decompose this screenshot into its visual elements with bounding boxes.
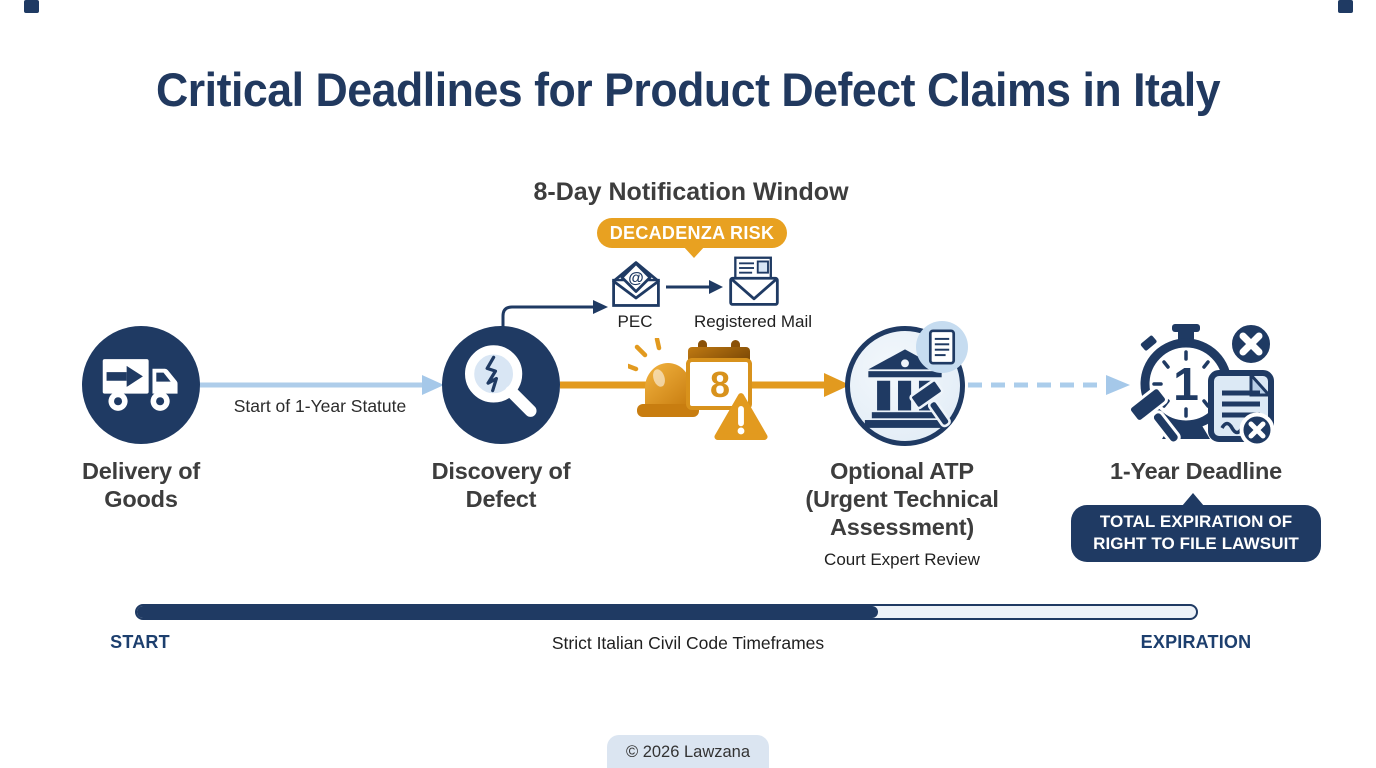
stopwatch-number: 1 [1173, 358, 1199, 410]
document-icon [928, 329, 956, 365]
registered-mail-icon [729, 256, 779, 306]
progress-center-label: Strict Italian Civil Code Timeframes [551, 633, 825, 653]
atp-node-label: Optional ATP (Urgent Technical Assessmen… [805, 458, 999, 540]
expiration-badge-tail [1182, 493, 1204, 506]
warning-triangle-icon [714, 393, 768, 440]
stopwatch-ticks [1152, 350, 1220, 418]
progress-end-label: EXPIRATION [1140, 632, 1252, 652]
discovery-of-defect-node [442, 326, 560, 444]
delivery-node-label: Delivery of Goods [82, 458, 200, 512]
alarm-siren-icon [628, 338, 699, 417]
expiration-badge: TOTAL EXPIRATION OF RIGHT TO FILE LAWSUI… [1071, 505, 1321, 562]
pec-email-icon: @ [612, 261, 660, 307]
calendar-8-days-icon: 8 [686, 340, 752, 410]
progress-start-label: START [110, 632, 170, 652]
decadenza-risk-badge-tail [683, 246, 705, 258]
timeline-progress-bar [135, 604, 1198, 620]
atp-to-deadline-arrow [968, 375, 1130, 395]
deadline-node-label: 1-Year Deadline [1109, 458, 1283, 484]
notification-window-heading: 8-Day Notification Window [533, 178, 849, 206]
discovery-node-label: Discovery of Defect [431, 458, 571, 512]
decadenza-risk-badge: DECADENZA RISK [597, 218, 787, 248]
delivery-of-goods-node [82, 326, 200, 444]
progress-fill [137, 606, 879, 618]
page-title: Critical Deadlines for Product Defect Cl… [155, 63, 1221, 116]
svg-text:@: @ [628, 270, 643, 287]
courthouse-gavel-icon [864, 349, 951, 428]
statute-start-arrow [200, 375, 444, 395]
x-badge-bottom-icon [1239, 412, 1275, 448]
one-year-deadline-icon: 1 [1127, 321, 1275, 448]
copyright-badge: © 2026 Lawzana [607, 735, 769, 768]
registered-mail-label: Registered Mail [693, 312, 813, 331]
gavel-icon [1127, 386, 1181, 445]
corner-decoration-right [1338, 0, 1353, 13]
atp-node-sublabel: Court Expert Review [824, 550, 980, 569]
atp-document-badge [916, 321, 968, 373]
statute-start-arrow-label: Start of 1-Year Statute [233, 396, 407, 416]
x-badge-top-icon [1228, 321, 1274, 367]
pec-label: PEC [617, 312, 653, 331]
delivery-truck-icon [102, 359, 178, 411]
pec-to-mail-arrow [666, 280, 723, 294]
calendar-day-number: 8 [710, 364, 730, 405]
corner-decoration-left [24, 0, 39, 13]
discovery-to-pec-connector [501, 300, 608, 334]
magnifier-defect-icon [465, 345, 537, 417]
